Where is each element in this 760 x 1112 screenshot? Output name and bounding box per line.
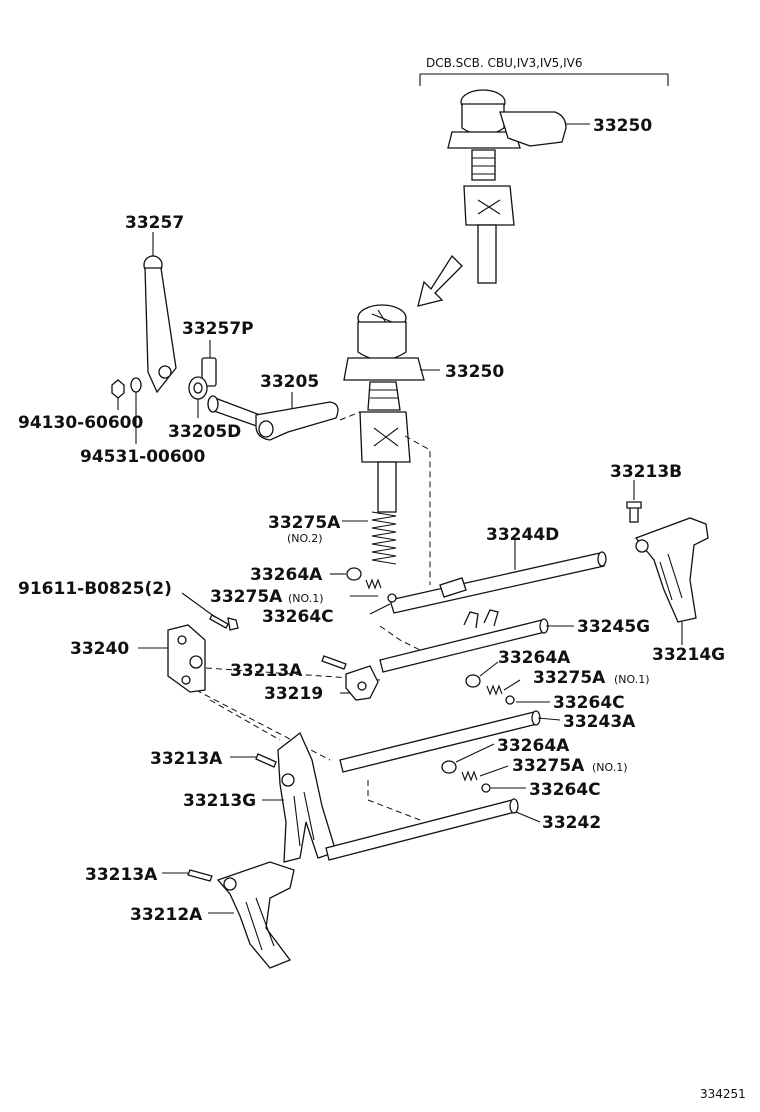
spring-no1-3[interactable] [461, 765, 509, 782]
label-33213A-1: 33213A [230, 661, 303, 681]
label-33250-top: 33250 [593, 116, 652, 136]
plug-33264A-2[interactable] [465, 661, 499, 688]
shift-fork-33214G[interactable] [634, 517, 709, 645]
shift-fork-shaft-33244D[interactable] [389, 540, 607, 614]
label-33275A-no1-2: 33275A [533, 668, 606, 688]
screw-33213B[interactable] [626, 480, 642, 523]
label-33275A-no2-note: (NO.2) [287, 532, 323, 545]
pin-33213A-1[interactable] [321, 655, 347, 670]
shift-fork-shaft-33242[interactable] [325, 798, 541, 861]
label-33214G: 33214G [652, 645, 725, 665]
bolt-91611[interactable] [181, 592, 239, 631]
label-94531: 94531-00600 [80, 447, 206, 467]
label-33257: 33257 [125, 213, 184, 233]
spring-no1-1[interactable] [350, 578, 382, 597]
label-33275A-no1-1-note: (NO.1) [288, 592, 324, 605]
label-33243A: 33243A [563, 712, 636, 732]
label-33275A-no1-1: 33275A [210, 587, 283, 607]
label-33213B: 33213B [610, 462, 682, 482]
label-33275A-no2: 33275A [268, 513, 341, 533]
shift-head-33219[interactable] [340, 665, 379, 701]
shift-selector-assembly[interactable] [343, 304, 440, 513]
label-33205D: 33205D [168, 422, 241, 442]
label-33264C-3: 33264C [529, 780, 601, 800]
spring-no2[interactable] [342, 511, 397, 565]
label-33240: 33240 [70, 639, 129, 659]
label-33213A-3: 33213A [85, 865, 158, 885]
label-33275A-no1-3: 33275A [512, 756, 585, 776]
label-33244D: 33244D [486, 525, 559, 545]
label-33213G: 33213G [183, 791, 256, 811]
label-33264A-1: 33264A [250, 565, 323, 585]
arrow-icon [417, 254, 463, 307]
ball-33264C-3[interactable] [481, 783, 526, 793]
lever-pin[interactable] [201, 340, 217, 387]
nut-94130[interactable] [111, 379, 125, 410]
washer-94531[interactable] [130, 377, 142, 444]
label-33264C-2: 33264C [553, 693, 625, 713]
label-94130: 94130-60600 [18, 413, 144, 433]
label-33275A-no1-3-note: (NO.1) [592, 761, 628, 774]
ball-33264C-1[interactable] [369, 593, 397, 615]
label-33264C-1: 33264C [262, 607, 334, 627]
figure-reference: 334251 [700, 1087, 746, 1101]
shift-fork-33212A[interactable] [208, 861, 295, 969]
spring-no1-2[interactable] [486, 679, 521, 696]
pin-33213A-3[interactable] [162, 869, 213, 882]
label-33264A-2: 33264A [498, 648, 571, 668]
label-33212A: 33212A [130, 905, 203, 925]
label-33264A-3: 33264A [497, 736, 570, 756]
label-33242: 33242 [542, 813, 601, 833]
interlock-bracket[interactable] [138, 624, 206, 693]
plug-33264A-3[interactable] [441, 743, 495, 774]
label-33205: 33205 [260, 372, 319, 392]
shift-fork-33213G[interactable] [262, 731, 337, 863]
label-33213A-2: 33213A [150, 749, 223, 769]
label-91611: 91611-B0825(2) [18, 579, 172, 599]
variant-note: DCB.SCB. CBU,IV3,IV5,IV6 [426, 56, 583, 70]
ball-33264C-2[interactable] [505, 695, 550, 705]
shift-fork-shaft-33243A[interactable] [339, 710, 561, 773]
label-33257P: 33257P [182, 319, 254, 339]
shift-selector-assembly-top[interactable] [447, 89, 590, 284]
shift-inner-lever-shaft[interactable] [207, 392, 339, 441]
washer-33205D[interactable] [188, 376, 208, 418]
shift-lever[interactable] [143, 232, 177, 394]
pin-33213A-2[interactable] [230, 753, 277, 768]
label-33250: 33250 [445, 362, 504, 382]
label-33245G: 33245G [577, 617, 650, 637]
label-33219: 33219 [264, 684, 323, 704]
plug-33264A-1[interactable] [330, 567, 362, 581]
label-33275A-no1-2-note: (NO.1) [614, 673, 650, 686]
variant-bracket: DCB.SCB. CBU,IV3,IV5,IV6 [419, 56, 669, 86]
shift-fork-shaft-33245G[interactable] [379, 609, 574, 673]
